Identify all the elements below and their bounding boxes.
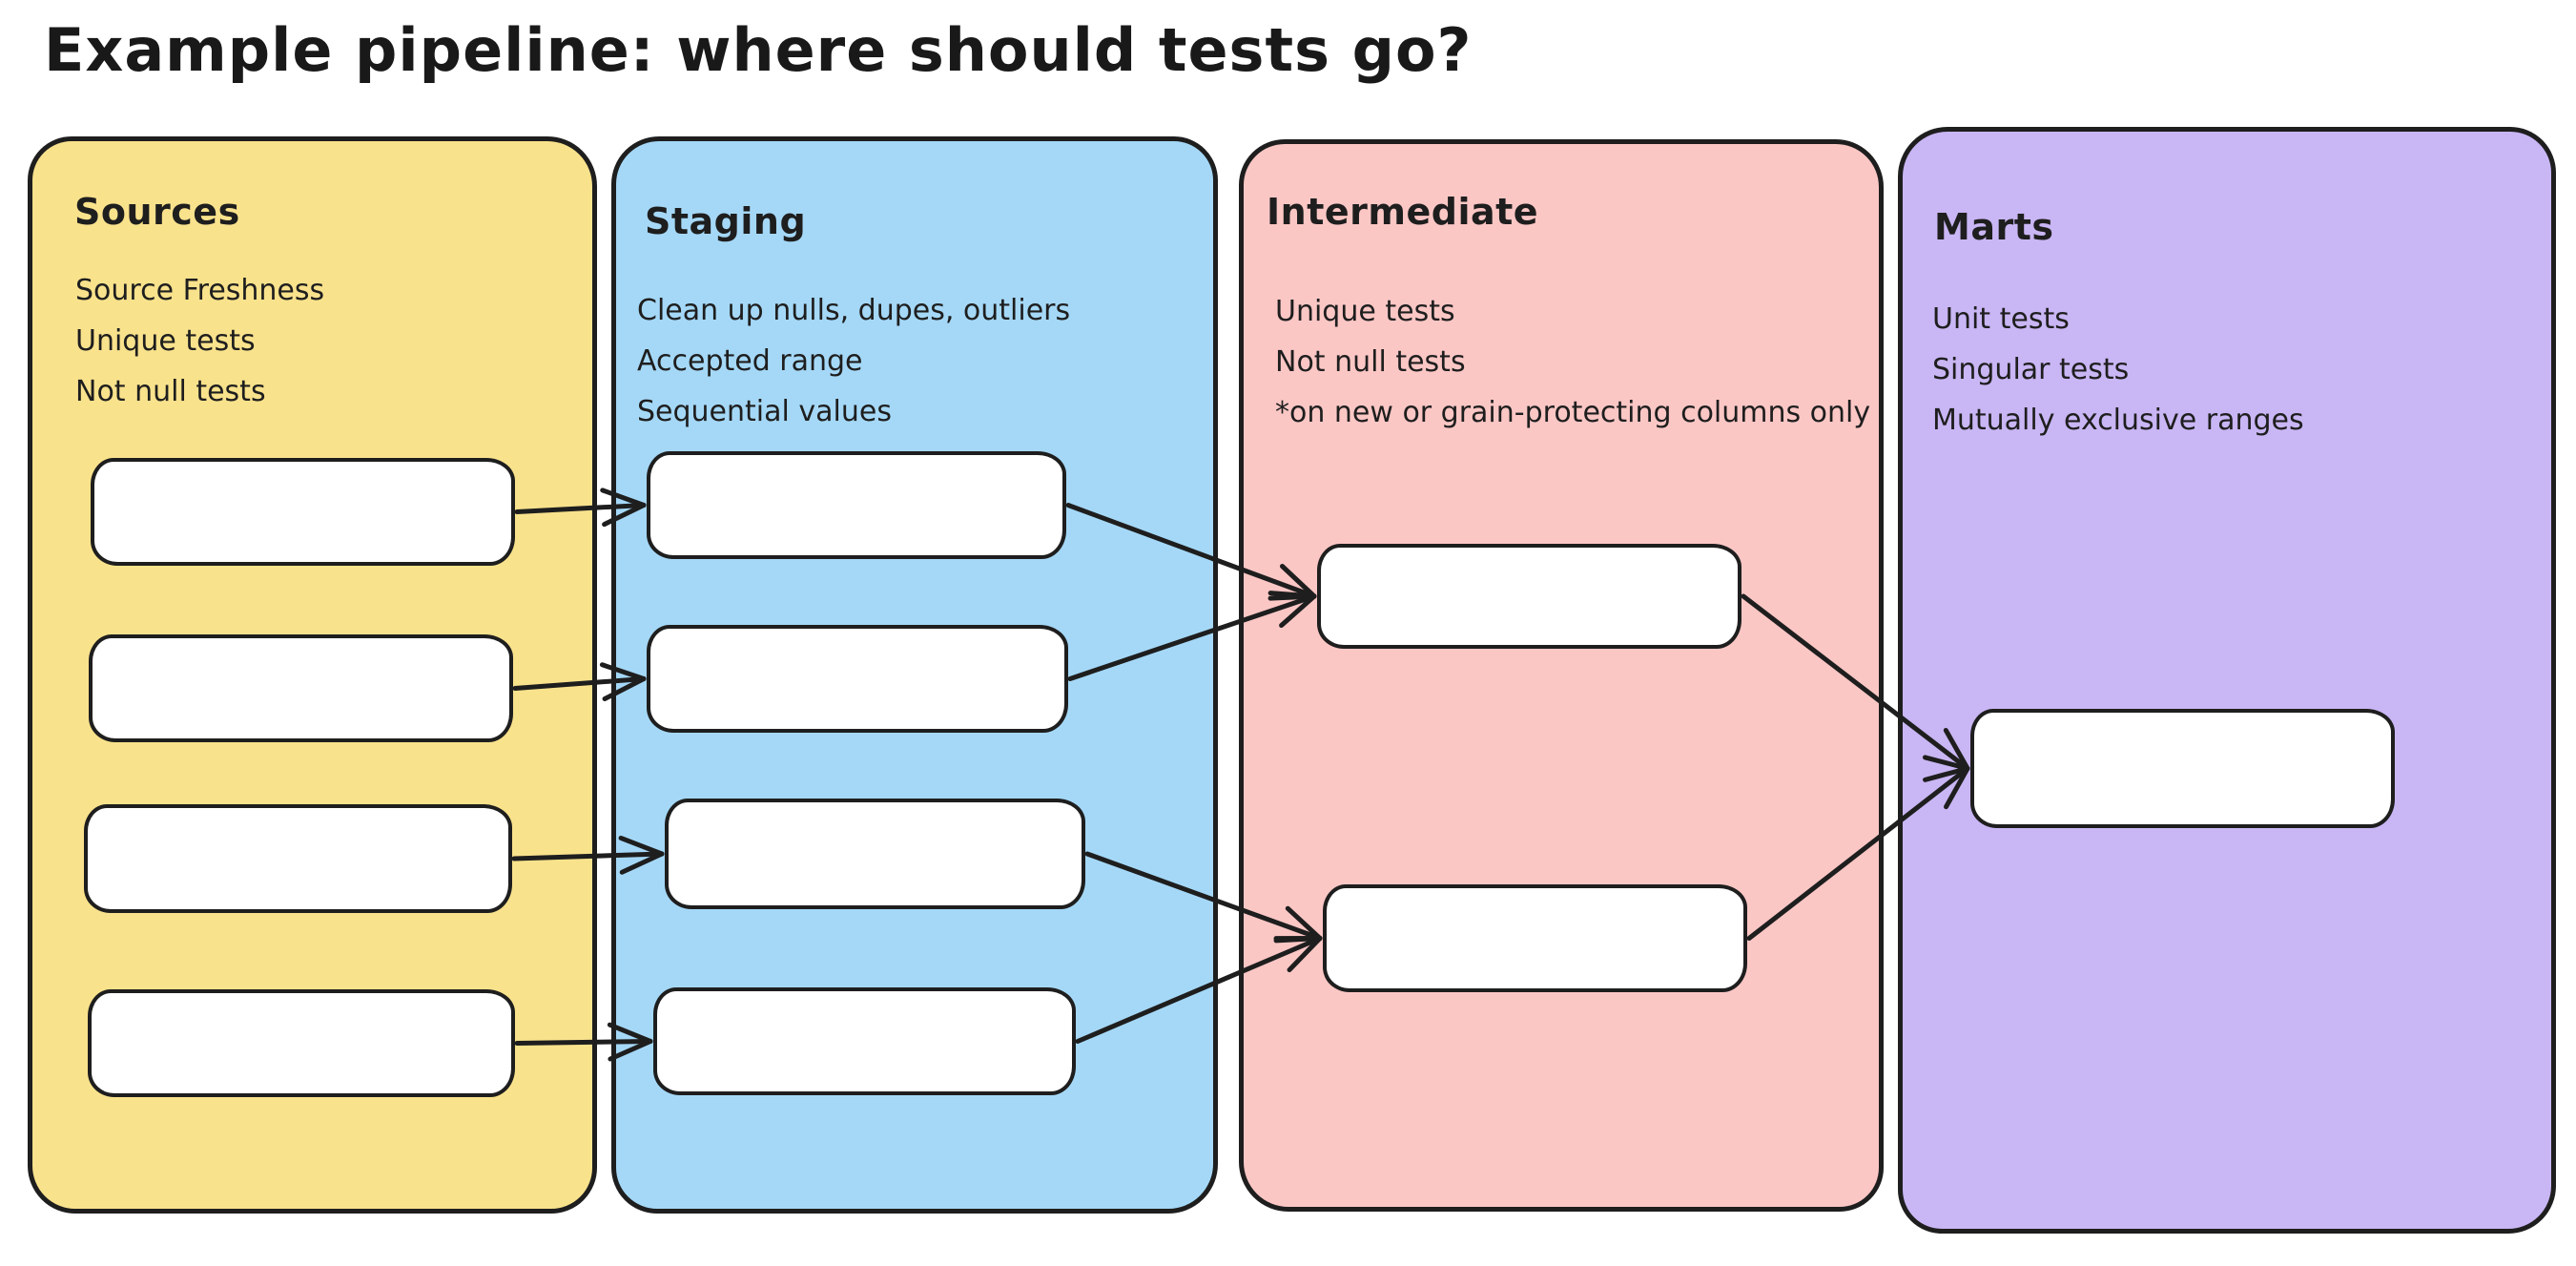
note-line: *on new or grain-protecting columns only [1275,396,1871,429]
column-marts-title: Marts [1934,206,2054,248]
box-sources-1 [91,458,515,566]
box-intermediate-2 [1323,884,1747,992]
diagram-title: Example pipeline: where should tests go? [44,15,1473,85]
note-line: Clean up nulls, dupes, outliers [637,294,1071,327]
box-staging-3 [665,799,1085,909]
box-sources-3 [84,804,512,913]
box-staging-1 [647,451,1066,559]
box-staging-2 [647,625,1068,733]
column-intermediate: Intermediate Unique tests Not null tests… [1239,139,1884,1212]
note-line: Unit tests [1932,302,2070,336]
box-staging-4 [653,987,1076,1095]
column-marts-notes: Unit tests Singular tests Mutually exclu… [1932,294,2304,446]
note-line: Not null tests [75,375,266,408]
column-sources-notes: Source Freshness Unique tests Not null t… [75,265,324,417]
note-line: Accepted range [637,344,863,378]
note-line: Mutually exclusive ranges [1932,404,2304,437]
column-sources-title: Sources [74,191,240,233]
note-line: Source Freshness [75,274,325,307]
box-intermediate-1 [1317,544,1741,649]
note-line: Singular tests [1932,353,2130,386]
box-sources-2 [89,634,513,742]
column-intermediate-title: Intermediate [1267,191,1539,233]
box-marts-1 [1970,709,2395,828]
note-line: Unique tests [75,324,256,358]
column-staging-title: Staging [645,200,807,242]
note-line: Not null tests [1275,345,1466,379]
column-intermediate-notes: Unique tests Not null tests *on new or g… [1275,286,1870,438]
box-sources-4 [88,989,515,1097]
column-marts: Marts Unit tests Singular tests Mutually… [1898,127,2556,1234]
note-line: Sequential values [637,395,892,428]
column-staging-notes: Clean up nulls, dupes, outliers Accepted… [637,285,1070,437]
note-line: Unique tests [1275,295,1455,328]
